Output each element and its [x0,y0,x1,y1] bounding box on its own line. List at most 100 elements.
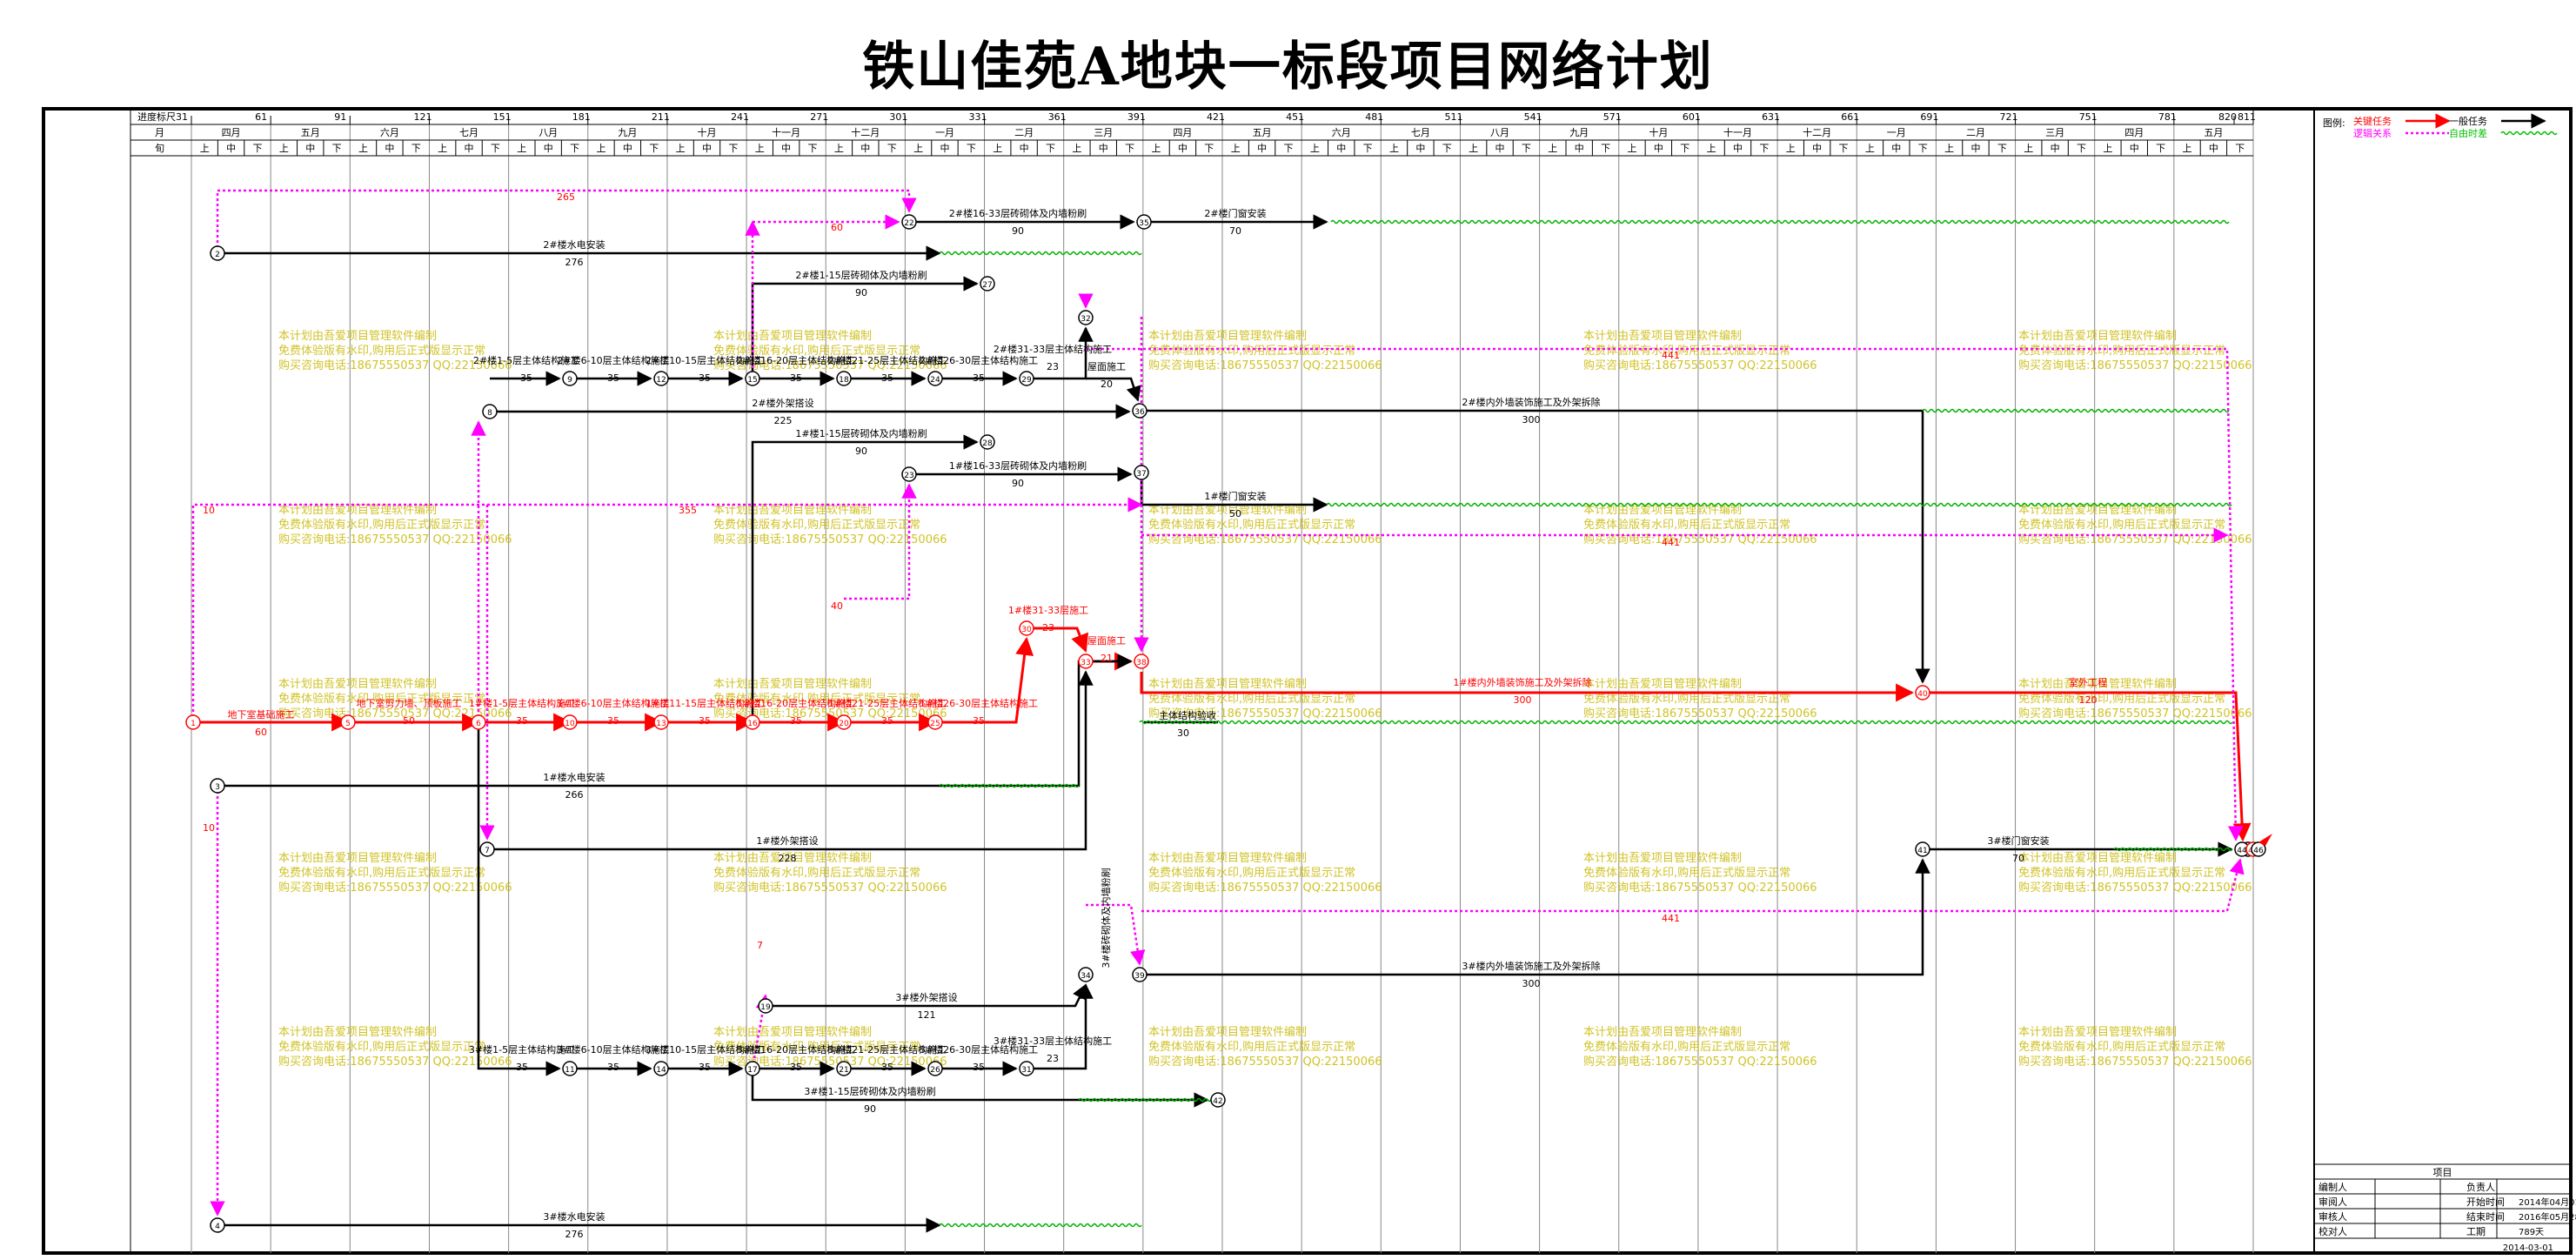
task-name: 3#楼砖砌体及内墙粉刷 [1100,868,1112,968]
task-name: 3#楼10-15层主体结构施工 [646,1043,764,1056]
node-number: 29 [1021,376,1032,385]
task-duration: 35 [881,372,893,384]
decade-label: 下 [1363,143,1373,154]
task-duration: 35 [881,715,893,727]
node-number: 33 [1081,659,1090,667]
watermark-text: 购买咨询电话:18675550537 QQ:22150066 [2018,707,2252,720]
node-number: 16 [747,720,758,728]
task-duration: 266 [565,789,584,801]
decade-label: 上 [596,143,606,154]
scale-tick-label: 241 [731,111,749,123]
watermark-text: 购买咨询电话:18675550537 QQ:22150066 [713,359,947,372]
decade-label: 下 [2156,143,2165,154]
scale-tick-label: 31 [176,111,188,123]
watermark-text: 免费体验版有水印,购用后正式版显示正常 [713,1040,920,1054]
decade-label: 上 [2103,143,2112,154]
watermark-text: 本计划由吾爱项目管理软件编制 [713,678,872,691]
watermark-text: 购买咨询电话:18675550537 QQ:22150066 [1148,1055,1382,1069]
month-label: 九月 [1569,127,1589,138]
node-number: 42 [1213,1097,1222,1106]
task-name: 2#楼1-15层砖砌体及内墙粉刷 [795,269,927,281]
node-circle [653,714,669,730]
task-duration: 23 [1042,622,1054,633]
decade-label: 下 [1997,143,2007,154]
watermark-text: 购买咨询电话:18675550537 QQ:22150066 [278,1055,512,1069]
scale-tick-label: 751 [2079,111,2098,123]
watermark-text: 免费体验版有水印,购用后正式版显示正常 [1583,1040,1790,1054]
node-number: 39 [1134,972,1145,981]
node-circle [745,714,760,730]
node-circle [1078,967,1094,982]
node-number: 37 [1136,470,1146,479]
task-name: 2#楼21-25层主体结构施工 [828,354,947,366]
node-number: 22 [904,219,913,228]
watermark-text: 免费体验版有水印,购用后正式版显示正常 [713,866,920,880]
task-name: 3#楼21-25层主体结构施工 [828,1043,947,1056]
free-float-line [1078,1097,1212,1102]
decade-label: 上 [1707,143,1716,154]
node-circle [1134,465,1149,480]
decade-label: 下 [2235,143,2245,154]
node-number: 31 [1021,1066,1031,1075]
legend-swatch [2500,131,2558,136]
scale-label: 进度标尺 [137,111,176,123]
watermark-text: 免费体验版有水印,购用后正式版显示正常 [1148,1040,1355,1054]
decade-label: 上 [200,143,210,154]
node-circle [1915,685,1930,700]
watermark-text: 购买咨询电话:18675550537 QQ:22150066 [2018,359,2252,372]
task-name: 主体结构验收 [1159,709,1216,721]
watermark-text: 购买咨询电话:18675550537 QQ:22150066 [2018,881,2252,895]
watermark-text: 本计划由吾爱项目管理软件编制 [1148,678,1307,691]
task-name: 2#楼内外墙装饰施工及外架拆除 [1462,396,1600,408]
decade-label: 上 [279,143,289,154]
task-name: 1#楼1-5层主体结构施工 [469,697,575,709]
node-number: 7 [485,847,490,855]
node-circle [927,714,943,730]
node-number: 12 [656,376,666,385]
free-float-line [939,251,1142,256]
task-duration: 35 [607,372,619,384]
page-title: 铁山佳苑A地块一标段项目网络计划 [862,37,1714,97]
watermark-text: 购买咨询电话:18675550537 QQ:22150066 [1583,1055,1817,1069]
node-circle [185,714,201,730]
task-duration: 300 [1514,694,1532,706]
watermark-text: 免费体验版有水印,购用后正式版显示正常 [713,344,920,358]
watermark-text: 免费体验版有水印,购用后正式版显示正常 [278,1040,485,1054]
task-name: 2#楼16-33层砖砌体及内墙粉刷 [949,207,1087,219]
node-circle [1132,403,1147,419]
month-label: 七月 [1411,127,1430,138]
watermark-text: 免费体验版有水印,购用后正式版显示正常 [1583,344,1790,358]
month-label: 十一月 [1723,126,1752,138]
task-duration: 35 [699,1062,711,1073]
watermark-text: 免费体验版有水印,购用后正式版显示正常 [1583,866,1790,880]
decade-label: 中 [2130,143,2139,154]
node-number: 34 [1081,972,1091,981]
node-circle [980,434,995,450]
decade-label: 下 [808,143,818,154]
task-name: 2#楼1-5层主体结构施工 [473,354,579,366]
task-duration: 70 [2012,853,2024,864]
node-circle [980,276,995,292]
node-number: 18 [839,376,849,385]
node-number: 28 [982,439,993,448]
scale-tick-label: 301 [889,111,907,123]
month-label: 二月 [1966,127,1985,138]
task-name: 2#楼16-20层主体结构施工 [737,354,855,366]
watermark-text: 购买咨询电话:18675550537 QQ:22150066 [2018,1055,2252,1069]
month-label: 六月 [1332,127,1351,138]
node-number: 44 [2237,847,2247,855]
logic-link [1086,903,1146,966]
watermark-text: 本计划由吾爱项目管理软件编制 [1583,852,1742,865]
month-label: 三月 [2045,127,2064,138]
node-number: 35 [1139,219,1148,228]
month-row-label: 月 [155,127,164,138]
critical-task-arrow [1027,627,1089,653]
watermark-text: 本计划由吾爱项目管理软件编制 [278,330,437,343]
watermark-text: 购买咨询电话:18675550537 QQ:22150066 [1583,359,1817,372]
node-number: 24 [930,376,940,385]
task-arrow [477,722,561,1076]
decade-label: 中 [1812,143,1822,154]
decade-label: 下 [1283,143,1293,154]
end-flag-icon [2258,834,2272,846]
task-arrow [217,653,1133,788]
